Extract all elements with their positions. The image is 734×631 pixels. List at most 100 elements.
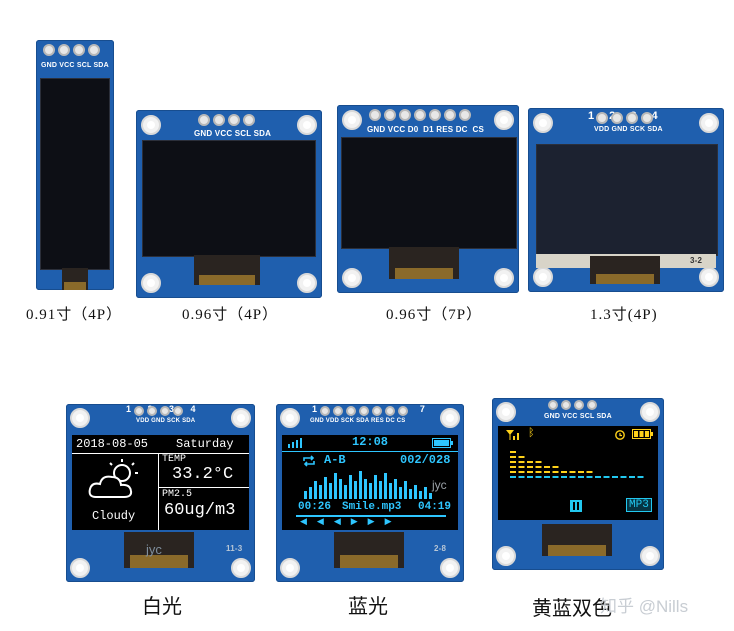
pin-labels: VDD GND SCK SDA bbox=[136, 418, 196, 424]
track-number-text: 002/028 bbox=[400, 453, 451, 467]
level-segment bbox=[510, 471, 516, 473]
date-text: 2018-08-05 bbox=[76, 437, 149, 451]
oled-module-0-91: GND VCC SCL SDA bbox=[36, 40, 114, 290]
flex-cable bbox=[389, 247, 459, 279]
divider-horizontal-right bbox=[158, 487, 249, 488]
bluetooth-icon: ᛒ bbox=[528, 426, 535, 439]
level-segment bbox=[527, 461, 533, 463]
level-segment bbox=[637, 476, 644, 478]
level-segment bbox=[561, 471, 567, 473]
pin-header bbox=[198, 114, 255, 126]
temp-value: 33.2°C bbox=[172, 465, 234, 484]
level-segment bbox=[586, 476, 593, 478]
oled-screen-white: 2018-08-05 Saturday Cloudy TEMP 33.2°C P… bbox=[72, 435, 249, 530]
weekday-text: Saturday bbox=[176, 437, 234, 451]
oled-module-0-96-4p: GND VCC SCL SDA bbox=[136, 110, 322, 298]
caption-0-96-4p: 0.96寸（4P） bbox=[182, 307, 279, 323]
corner-mark: 11-3 bbox=[226, 544, 243, 553]
oled-module-white: 1 2 3 4 VDD GND SCK SDA 2018-08-05 Satur… bbox=[66, 404, 255, 582]
level-segment bbox=[578, 476, 584, 478]
transport-controls: ◀◀◀▶▶▶ bbox=[300, 517, 402, 527]
display-glass bbox=[142, 140, 316, 257]
level-segment bbox=[569, 471, 576, 473]
oled-module-1-3: 1 2 3 4 VDD GND SCK SDA 3-2 bbox=[528, 108, 724, 292]
level-segment bbox=[510, 456, 516, 458]
pin-labels: GND VCC SCL SDA bbox=[544, 413, 612, 420]
elapsed-time: 00:26 bbox=[298, 501, 332, 513]
cloudy-weather-icon bbox=[88, 459, 138, 498]
pin-labels: GND VCC SCL SDA bbox=[194, 129, 272, 138]
level-segment bbox=[612, 476, 618, 478]
level-segment bbox=[535, 466, 542, 468]
level-segment bbox=[561, 476, 567, 478]
signal-icon bbox=[506, 430, 519, 440]
level-segment bbox=[535, 461, 542, 463]
level-segment bbox=[544, 476, 550, 478]
battery-icon bbox=[632, 429, 653, 439]
flex-cable bbox=[590, 256, 660, 284]
format-badge: MP3 bbox=[626, 498, 652, 512]
level-segment bbox=[510, 466, 516, 468]
level-segment bbox=[510, 476, 516, 478]
caption-0-91: 0.91寸（4P） bbox=[26, 307, 123, 323]
temp-label: TEMP bbox=[162, 454, 187, 465]
level-segment bbox=[510, 461, 516, 463]
pin-header bbox=[134, 406, 183, 416]
divider-horizontal bbox=[72, 453, 249, 454]
level-segment bbox=[518, 476, 525, 478]
oled-screen-blue: 12:08 A-B 002/028 00:26 Smile.mp3 04:19 … bbox=[282, 435, 458, 530]
level-segment bbox=[552, 471, 559, 473]
oled-screen-yellow-blue: ᛒ MP3 bbox=[498, 426, 658, 520]
alarm-icon bbox=[615, 430, 625, 440]
pause-icon bbox=[570, 500, 582, 512]
progress-bar bbox=[296, 515, 446, 517]
pin-header bbox=[548, 400, 597, 410]
pin-labels: GND VDD SCK SDA RES DC CS bbox=[310, 418, 406, 424]
filename-text: Smile.mp3 bbox=[342, 501, 402, 513]
caption-1-3: 1.3寸(4P) bbox=[590, 307, 658, 323]
pin-header bbox=[320, 406, 408, 416]
watermark: 知乎 @Nills bbox=[600, 597, 689, 616]
flex-cable bbox=[194, 255, 260, 285]
level-segment bbox=[603, 476, 610, 478]
caption-yellow-blue: 黄蓝双色 bbox=[532, 598, 612, 620]
flex-cable bbox=[542, 524, 612, 556]
pin-header bbox=[596, 112, 653, 124]
level-segment bbox=[552, 466, 559, 468]
pm-label: PM2.5 bbox=[162, 489, 193, 500]
level-segment bbox=[527, 471, 533, 473]
pin-labels: GND VCC SCL SDA bbox=[41, 62, 109, 69]
level-segment bbox=[552, 476, 559, 478]
divider-vertical bbox=[158, 453, 159, 530]
corner-mark: 2-8 bbox=[434, 544, 447, 553]
level-segment bbox=[535, 476, 542, 478]
header-divider bbox=[282, 451, 458, 452]
battery-icon bbox=[432, 438, 453, 448]
level-segment bbox=[544, 471, 550, 473]
display-glass bbox=[536, 144, 718, 256]
level-segment bbox=[535, 471, 542, 473]
caption-white: 白光 bbox=[142, 596, 182, 618]
flex-cable bbox=[62, 268, 88, 290]
oled-module-0-96-7p: GND VCC D0 D1 RES DC CS bbox=[337, 105, 519, 293]
corner-mark: 3-2 bbox=[690, 256, 703, 265]
repeat-icon bbox=[303, 455, 315, 467]
level-segment bbox=[527, 476, 533, 478]
pin-header bbox=[369, 109, 471, 121]
caption-blue: 蓝光 bbox=[348, 596, 388, 618]
pin-header bbox=[43, 44, 100, 56]
spectrum-bars bbox=[304, 471, 432, 499]
level-segment bbox=[510, 451, 516, 453]
level-meter-bars bbox=[510, 451, 644, 478]
level-segment bbox=[518, 461, 525, 463]
ab-mode-text: A-B bbox=[324, 453, 346, 467]
level-segment bbox=[586, 471, 593, 473]
pin-labels: VDD GND SCK SDA bbox=[594, 126, 663, 133]
signal-icon bbox=[288, 438, 302, 448]
level-segment bbox=[595, 476, 601, 478]
clock-text: 12:08 bbox=[352, 435, 389, 449]
level-segment bbox=[620, 476, 627, 478]
level-segment bbox=[544, 466, 550, 468]
level-segment bbox=[629, 476, 635, 478]
pm-value: 60ug/m3 bbox=[164, 501, 236, 520]
